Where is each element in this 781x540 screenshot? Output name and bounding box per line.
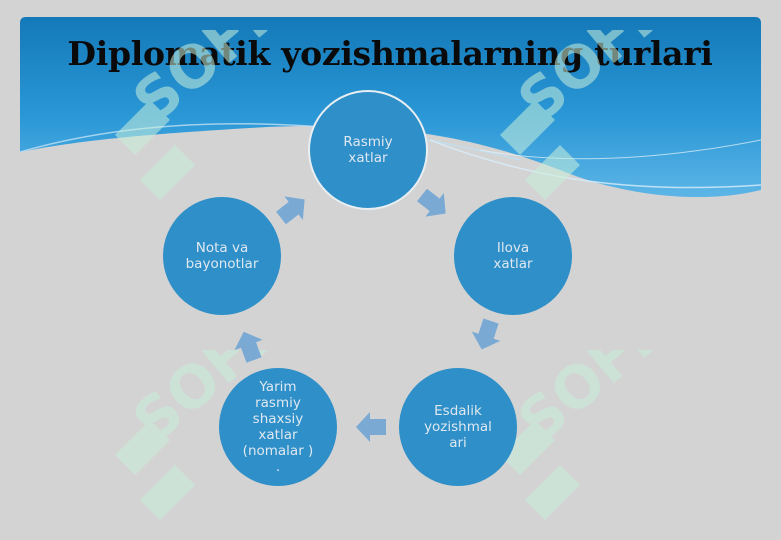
- arrow-yarim-to-nota: [234, 331, 263, 363]
- node-rasmiy-xatlar: Rasmiy xatlar: [308, 90, 428, 210]
- arrow-nota-to-rasmiy: [276, 196, 305, 225]
- node-ilova-xatlar: Ilova xatlar: [454, 197, 572, 315]
- node-yarim-rasmiy-xatlar: Yarim rasmiy shaxsiy xatlar (nomalar ) .: [219, 368, 337, 486]
- arrow-esdalik-to-yarim: [356, 412, 386, 442]
- arrow-rasmiy-to-ilova: [417, 188, 446, 217]
- node-nota-va-bayonotlar: Nota va bayonotlar: [163, 197, 281, 315]
- slide-title: Diplomatik yozishmalarning turlari: [67, 34, 713, 73]
- node-esdalik-yozishmalari: Esdalik yozishmal ari: [399, 368, 517, 486]
- arrow-ilova-to-esdalik: [471, 318, 501, 350]
